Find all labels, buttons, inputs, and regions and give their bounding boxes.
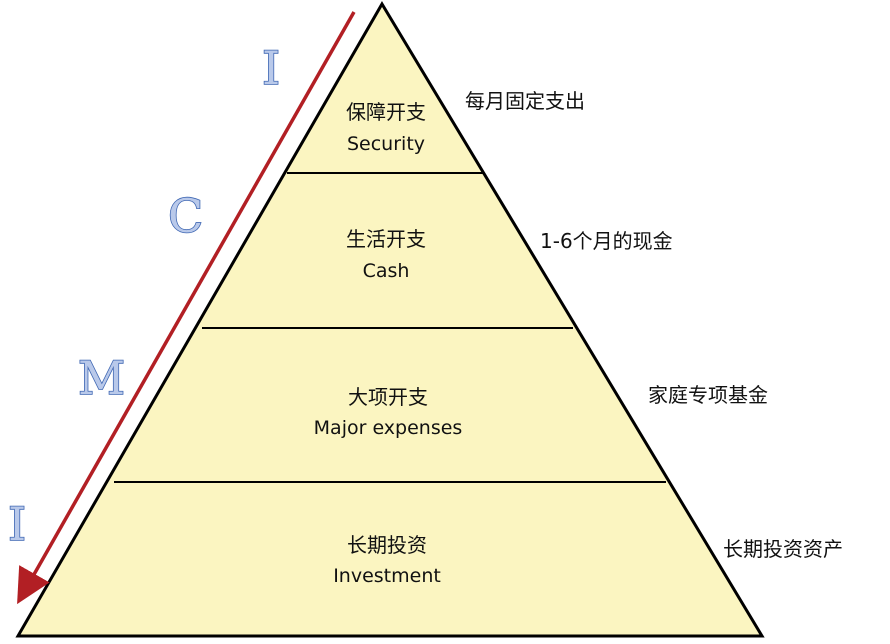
tier-name-en: Investment bbox=[333, 565, 441, 587]
tier-name-en: Security bbox=[347, 133, 425, 155]
acronym-letter: I bbox=[8, 497, 26, 551]
tier-name-zh: 生活开支 bbox=[346, 227, 426, 251]
tier-name-en: Major expenses bbox=[314, 417, 463, 439]
tier-note: 家庭专项基金 bbox=[648, 383, 768, 407]
tier-name-zh: 大项开支 bbox=[348, 385, 428, 409]
tier-note: 每月固定支出 bbox=[465, 89, 585, 113]
tier-note: 1-6个月的现金 bbox=[540, 229, 673, 253]
tier-major-expenses: 大项开支 Major expenses bbox=[314, 385, 463, 439]
pyramid-shape bbox=[15, 1, 765, 638]
tier-note: 长期投资资产 bbox=[723, 537, 843, 561]
tier-investment: 长期投资 Investment bbox=[333, 533, 441, 587]
acronym-letter: I bbox=[262, 41, 280, 95]
tier-security: 保障开支 Security bbox=[346, 100, 426, 155]
tier-cash: 生活开支 Cash bbox=[346, 227, 426, 282]
tier-name-zh: 长期投资 bbox=[347, 533, 427, 557]
direction-arrow bbox=[17, 11, 356, 605]
acronym-letter: M bbox=[78, 351, 125, 405]
tier-name-zh: 保障开支 bbox=[346, 100, 426, 124]
acronym-letter: C bbox=[168, 189, 203, 243]
tier-name-en: Cash bbox=[363, 260, 410, 282]
